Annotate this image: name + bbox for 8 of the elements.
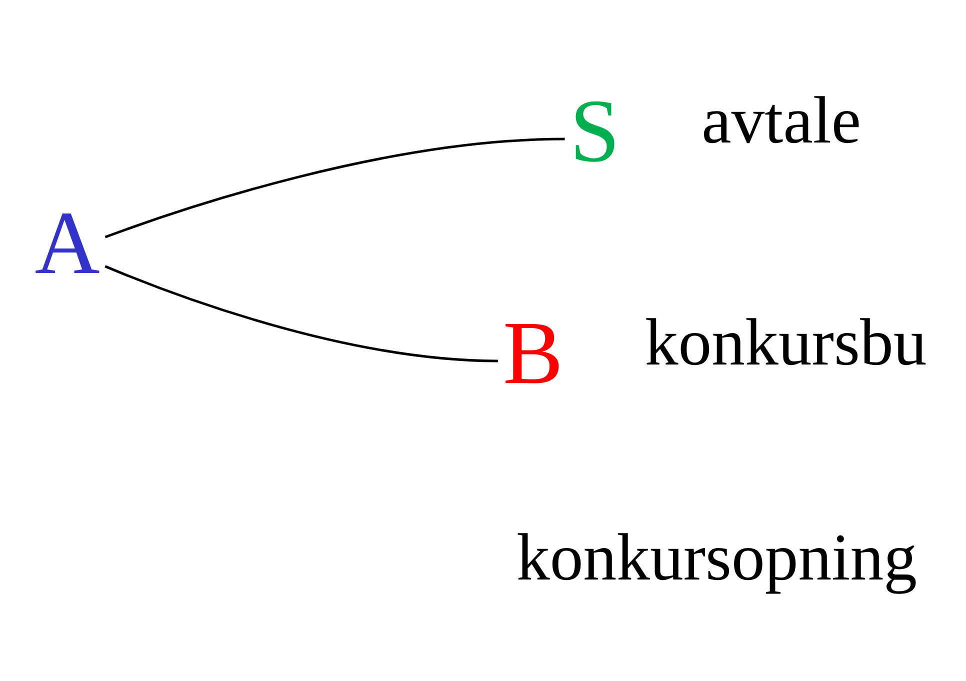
node-label: konkursbu (644, 306, 927, 380)
connector (104, 138, 565, 238)
connector (104, 265, 498, 362)
node-text: S (570, 82, 620, 181)
node-text: B (503, 304, 564, 403)
node-label: avtale (702, 84, 862, 158)
node-text: A (34, 194, 100, 293)
label: konkursopning (516, 522, 917, 595)
